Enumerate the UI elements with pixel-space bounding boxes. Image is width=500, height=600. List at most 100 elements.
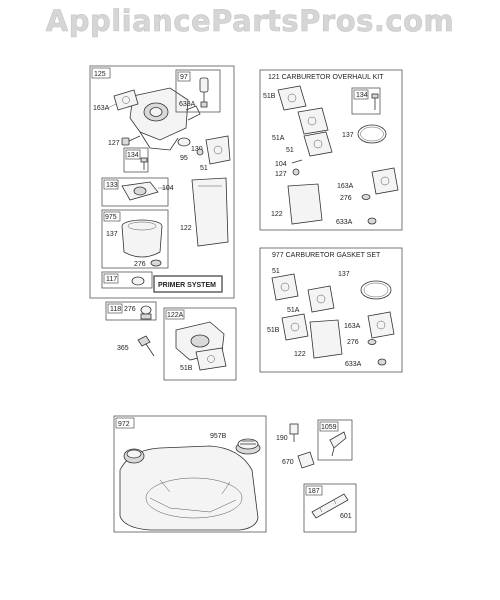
filter-670[interactable]	[297, 451, 315, 469]
gasket-51a-kit121[interactable]	[297, 107, 329, 135]
group-972-tag-box	[115, 417, 135, 429]
sub-975-frame	[101, 209, 169, 269]
label-130: 130	[191, 146, 203, 153]
float-bowl-975[interactable]	[121, 219, 163, 258]
kit977-label-137: 137	[338, 271, 350, 278]
misc-label-365: 365	[117, 345, 129, 352]
bolt-365[interactable]	[137, 335, 155, 357]
sub-122a-frame	[163, 307, 237, 381]
seal-633a-kit121[interactable]	[367, 217, 377, 225]
sub-133-tag-box	[103, 179, 119, 190]
primer-part-118[interactable]	[140, 305, 152, 320]
screw-127-kit121[interactable]	[292, 168, 300, 176]
kit121-label-51a: 51A	[272, 135, 285, 142]
fuel-cap-957b[interactable]	[235, 438, 261, 455]
label-137: 137	[106, 231, 118, 238]
sub-97-frame	[175, 69, 221, 113]
float-133[interactable]	[121, 181, 159, 201]
primer-system-badge	[153, 275, 223, 293]
kit121-label-137: 137	[342, 132, 354, 139]
group-972-blower-housing: 972 957B	[113, 415, 267, 533]
group-121-overhaul-kit: 121 CARBURETOR OVERHAUL KIT 51B 134 51A …	[259, 69, 403, 231]
spring-104-kit121[interactable]	[291, 159, 303, 164]
housing-label-957b: 957B	[210, 433, 227, 440]
screw-127[interactable]	[121, 135, 141, 146]
label-104: 104	[162, 185, 174, 192]
gasket-51[interactable]	[205, 135, 231, 165]
group-125-tag: 125	[94, 71, 106, 78]
kit-121-title: 121 CARBURETOR OVERHAUL KIT	[268, 74, 384, 81]
sub-975-tag: 975	[105, 214, 117, 221]
sub-975-tag-box	[103, 211, 121, 222]
sub-134-tag-box	[125, 149, 141, 160]
label-127: 127	[108, 140, 120, 147]
sub-134-tag: 134	[127, 152, 139, 159]
plug-130[interactable]	[177, 137, 191, 147]
needle-134-kit121[interactable]	[371, 93, 379, 110]
kit977-label-51b: 51B	[267, 327, 280, 334]
screw-276[interactable]	[150, 259, 162, 267]
screw-276-kit121[interactable]	[361, 194, 371, 200]
label-276: 276	[134, 261, 146, 268]
primer-bulb-part-97[interactable]	[199, 77, 209, 108]
label-122: 122	[180, 225, 192, 232]
kit-977-title: 977 CARBURETOR GASKET SET	[272, 252, 381, 259]
gasket-163a-kit977[interactable]	[367, 311, 395, 339]
misc-label-276: 276	[124, 306, 136, 313]
gasket-51-kit121[interactable]	[303, 131, 333, 157]
kit121-label-276: 276	[340, 195, 352, 202]
group-972-tag: 972	[118, 421, 130, 428]
oring-137-kit977[interactable]	[360, 280, 392, 300]
kit121-label-633a: 633A	[336, 219, 353, 226]
blower-housing-972[interactable]	[119, 445, 259, 531]
kit121-label-134: 134	[356, 92, 368, 99]
label-133: 133	[106, 182, 118, 189]
gasket-163a-kit121[interactable]	[371, 167, 399, 195]
gasket-51b-kit977[interactable]	[281, 313, 309, 341]
primer-bulb-117[interactable]	[131, 276, 145, 286]
group-misc: 118 276 365 122A 51B	[105, 301, 237, 381]
kit-121-frame	[259, 69, 403, 231]
sub-118-frame	[105, 301, 157, 321]
kit977-label-163a: 163A	[344, 323, 361, 330]
kit977-label-276: 276	[347, 339, 359, 346]
carburetor-body[interactable]	[129, 87, 201, 151]
sub-122a-tag-box	[165, 309, 185, 320]
sub-1059-tag-box	[319, 421, 339, 432]
fuel-line-1059[interactable]	[329, 431, 347, 457]
fitting-190[interactable]	[289, 423, 299, 442]
kit977-label-51: 51	[272, 268, 280, 275]
gasket-122-kit121[interactable]	[287, 183, 323, 225]
sub-97-tag: 97	[180, 74, 188, 81]
primer-system-label: PRIMER SYSTEM	[158, 282, 216, 289]
needle-134[interactable]	[140, 157, 148, 170]
gasket-163a[interactable]	[113, 89, 139, 111]
gasket-51-kit977[interactable]	[271, 273, 299, 301]
sub-134-frame	[123, 147, 149, 173]
group-972-frame	[113, 415, 267, 533]
watermark-text: AppliancePartsPros.com	[45, 4, 455, 39]
housing-label-670: 670	[282, 459, 294, 466]
fuel-hose-187[interactable]	[311, 493, 349, 519]
kit977-label-122: 122	[294, 351, 306, 358]
sub-187-tag-box	[305, 485, 323, 496]
group-fuel-fittings: 190 670 1059 187 601	[276, 419, 357, 533]
kit121-sub-134-frame	[351, 87, 381, 115]
gasket-122[interactable]	[191, 177, 229, 247]
gasket-51b-122a[interactable]	[195, 347, 227, 371]
housing-tag-1059: 1059	[321, 424, 337, 431]
seal-633a-kit977[interactable]	[377, 358, 387, 366]
kit121-label-51: 51	[286, 147, 294, 154]
kit121-label-122: 122	[271, 211, 283, 218]
gasket-122-kit977[interactable]	[309, 319, 343, 359]
gasket-51b-kit121[interactable]	[277, 85, 307, 111]
label-95: 95	[180, 155, 188, 162]
sub-97-tag-box	[177, 71, 191, 82]
label-633a-sub: 633A	[179, 101, 196, 108]
screw-276-kit977[interactable]	[367, 339, 377, 345]
screw-95[interactable]	[196, 148, 204, 156]
kit-977-frame	[259, 247, 403, 373]
oring-137-kit121[interactable]	[357, 124, 387, 144]
gasket-51a-kit977[interactable]	[307, 285, 335, 313]
